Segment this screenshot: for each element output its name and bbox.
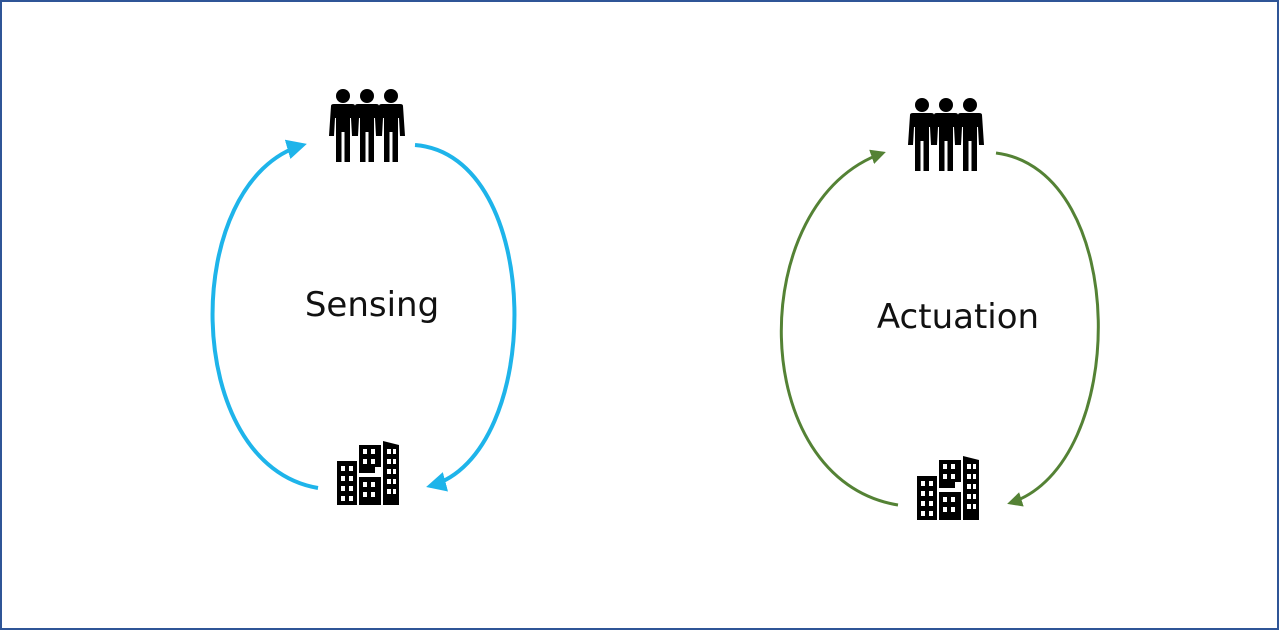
actuation-arrow-right — [995, 151, 1100, 507]
sensing-label: Sensing — [305, 285, 439, 325]
people-icon — [329, 89, 405, 162]
sensing-cycle: Sensing — [210, 89, 517, 505]
people-icon — [908, 98, 984, 171]
buildings-icon — [337, 441, 399, 505]
sensing-arrow-left — [210, 139, 319, 490]
actuation-arrow-left — [779, 149, 899, 507]
actuation-cycle: Actuation — [779, 98, 1100, 520]
buildings-icon — [917, 456, 979, 520]
sensing-arrow-right — [414, 143, 517, 492]
actuation-label: Actuation — [877, 297, 1039, 337]
